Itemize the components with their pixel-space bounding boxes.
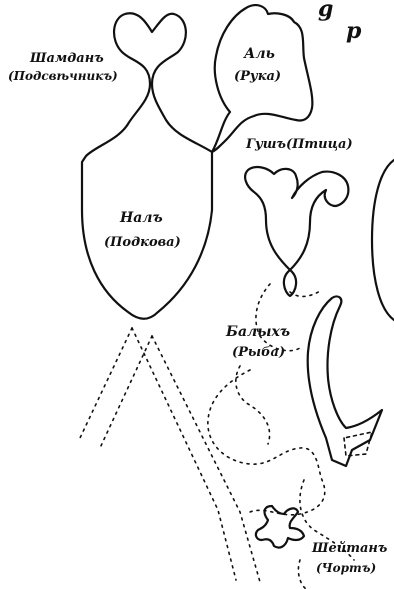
label-nal: Налъ [119, 210, 163, 226]
right-edge-ellipse [372, 160, 394, 320]
dotted-track-center-a [132, 328, 236, 580]
label-sheitan: Шейтанъ [311, 541, 387, 556]
gush-bird-figure [245, 167, 348, 270]
label-al-sub: (Рука) [234, 69, 281, 84]
label-shamdan: Шамданъ [29, 51, 104, 66]
label-al: Аль [243, 46, 275, 62]
label-sheitan-sub: (Чортъ) [316, 561, 376, 575]
header-letter-g: g [318, 0, 333, 22]
dotted-region-upper [236, 284, 300, 444]
label-shamdan-sub: (Подсвѣчникъ) [8, 69, 118, 83]
label-gush: Гушъ(Птица) [245, 137, 353, 152]
label-balyk-sub: (Рыба) [232, 345, 285, 360]
label-nal-sub: (Подкова) [104, 235, 181, 250]
balyk-fish-inner [344, 432, 372, 456]
label-balyk: Балыхъ [225, 324, 290, 340]
sheitan-devil-figure [256, 506, 304, 548]
dotted-track-left-a [80, 328, 132, 438]
header-letter-p: p [346, 18, 362, 44]
